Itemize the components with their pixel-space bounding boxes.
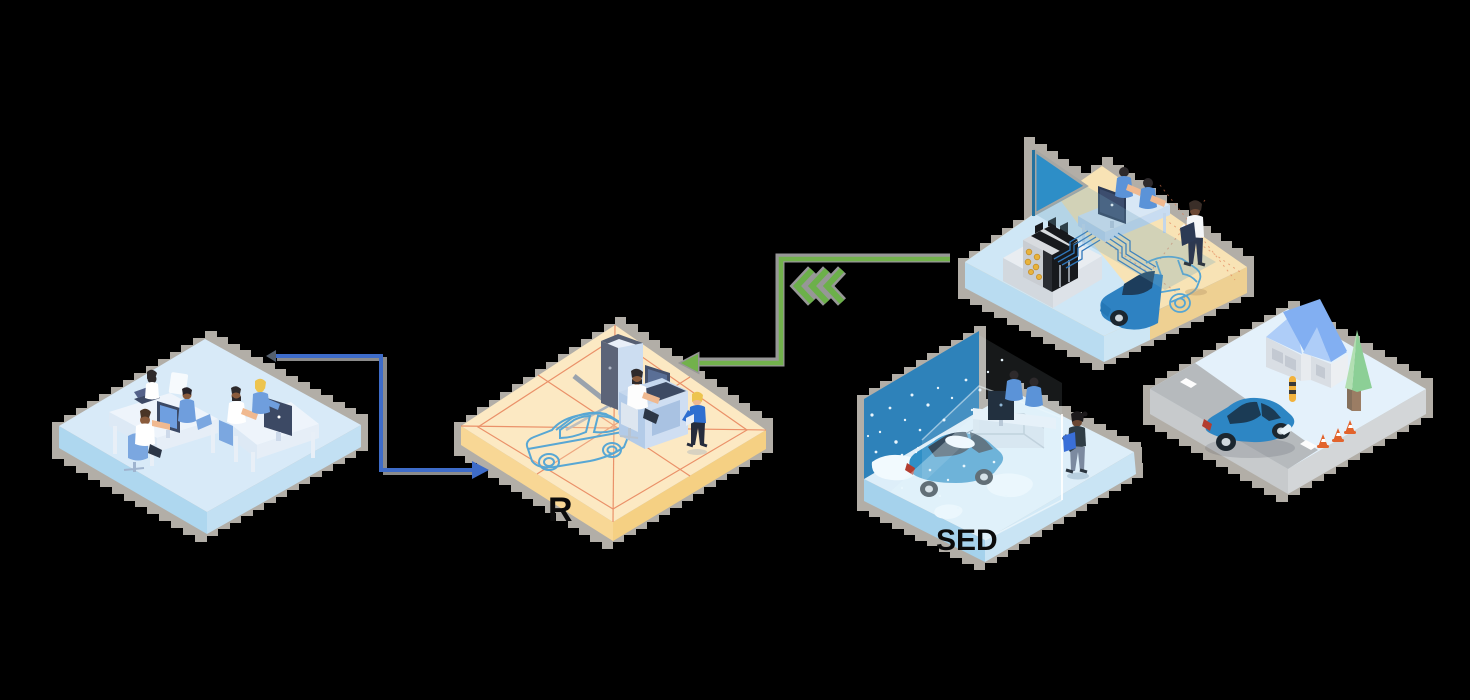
svg-text:SED: SED bbox=[936, 524, 998, 557]
svg-text:R: R bbox=[548, 491, 573, 529]
